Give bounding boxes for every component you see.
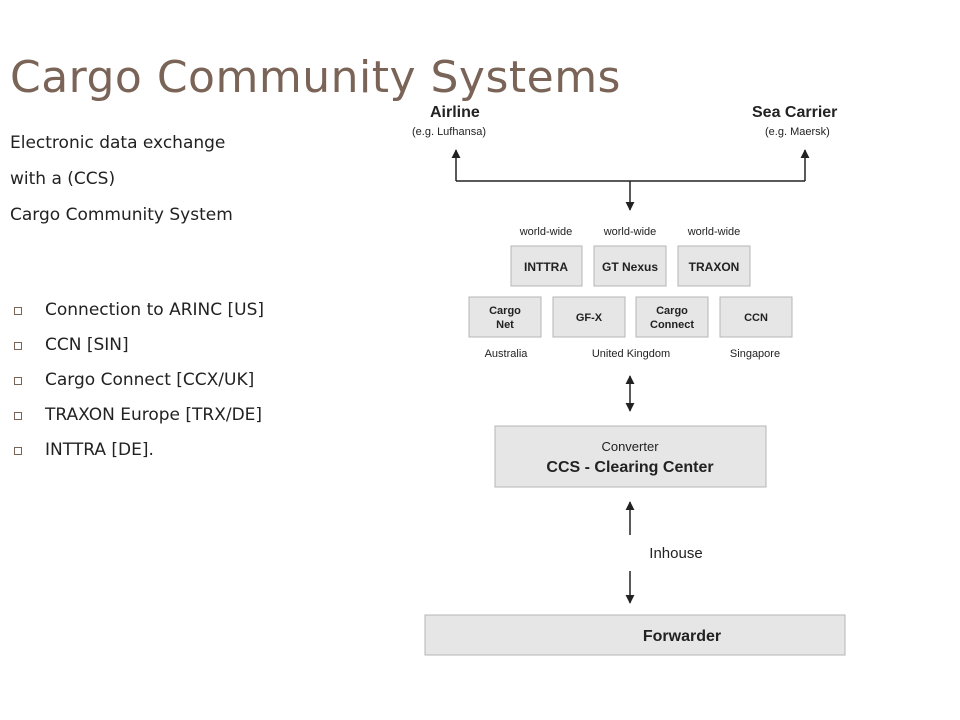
bullet-item: Cargo Connect [CCX/UK] xyxy=(10,370,310,391)
square-bullet-icon xyxy=(14,307,22,315)
region-label: Australia xyxy=(485,348,529,360)
system-name: TRAXON xyxy=(689,260,740,274)
converter-box xyxy=(494,425,767,488)
system-box-gt-nexus xyxy=(593,245,667,287)
bullet-text: Connection to ARINC [US] xyxy=(45,300,265,320)
system-box-inttra xyxy=(510,245,583,287)
system-name: Cargo xyxy=(656,305,688,317)
system-name: GT Nexus xyxy=(602,260,658,274)
bullet-text: INTTRA [DE]. xyxy=(45,440,154,460)
forwarder-label: Forwarder xyxy=(643,628,721,645)
subtitle: Electronic data exchange with a (CCS) Ca… xyxy=(10,125,340,233)
bullet-item: INTTRA [DE]. xyxy=(10,440,310,461)
system-name: Net xyxy=(496,319,514,331)
sea-carrier-example: (e.g. Maersk) xyxy=(765,126,830,138)
sea-carrier-label: Sea Carrier xyxy=(752,104,837,121)
bullet-list: Connection to ARINC [US] CCN [SIN] Cargo… xyxy=(10,300,310,475)
clearing-center-label: CCS - Clearing Center xyxy=(546,459,713,476)
world-wide-label: world-wide xyxy=(603,226,657,238)
system-box-cargo-connect xyxy=(635,296,709,338)
square-bullet-icon xyxy=(14,412,22,420)
subtitle-line: with a (CCS) xyxy=(10,169,116,189)
system-box-cargo-net xyxy=(468,296,542,338)
bullet-item: TRAXON Europe [TRX/DE] xyxy=(10,405,310,426)
airline-example: (e.g. Lufhansa) xyxy=(412,126,486,138)
system-box-gf-x xyxy=(552,296,626,338)
system-box-traxon xyxy=(677,245,751,287)
bullet-text: TRAXON Europe [TRX/DE] xyxy=(45,405,263,425)
system-name: Cargo xyxy=(489,305,521,317)
inhouse-label: Inhouse xyxy=(649,545,702,562)
system-box-ccn xyxy=(719,296,793,338)
system-name: GF-X xyxy=(576,312,603,324)
slide-title: Cargo Community Systems xyxy=(10,52,621,103)
system-name: CCN xyxy=(744,312,768,324)
square-bullet-icon xyxy=(14,447,22,455)
subtitle-line: Electronic data exchange xyxy=(10,133,226,153)
bullet-item: Connection to ARINC [US] xyxy=(10,300,310,321)
region-label: Singapore xyxy=(730,348,780,360)
bullet-item: CCN [SIN] xyxy=(10,335,310,356)
bullet-text: CCN [SIN] xyxy=(45,335,129,355)
airline-label: Airline xyxy=(430,104,480,121)
subtitle-line: Cargo Community System xyxy=(10,205,233,225)
square-bullet-icon xyxy=(14,377,22,385)
world-wide-label: world-wide xyxy=(687,226,741,238)
converter-label: Converter xyxy=(601,439,659,454)
forwarder-box xyxy=(424,614,846,656)
system-name: Connect xyxy=(650,319,694,331)
world-wide-label: world-wide xyxy=(519,226,573,238)
square-bullet-icon xyxy=(14,342,22,350)
bullet-text: Cargo Connect [CCX/UK] xyxy=(45,370,255,390)
system-name: INTTRA xyxy=(524,260,568,274)
region-label: United Kingdom xyxy=(592,348,670,360)
